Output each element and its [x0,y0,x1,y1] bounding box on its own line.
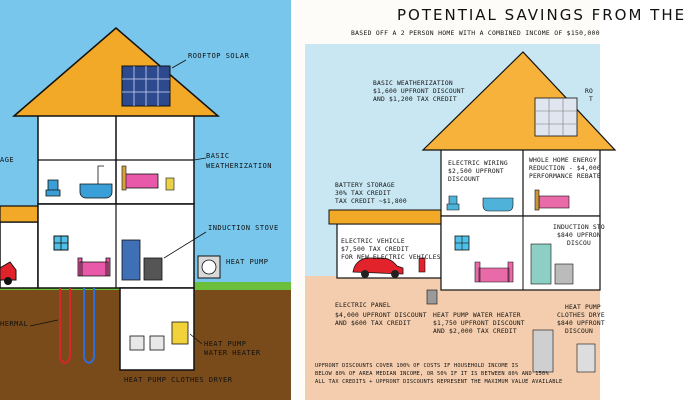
induction-title: INDUCTION STO [553,224,605,231]
induction-discount-2: DISCOU [567,240,591,247]
label-rooftop-solar: ROOFTOP SOLAR [188,52,250,60]
bathtub [482,197,514,212]
electric-panel [426,289,438,305]
house-roof [11,27,221,117]
bed [538,195,570,209]
car-wheel [4,277,12,285]
basement-water-heater [532,329,554,373]
dryer-discount: $840 UPFRONT [557,320,605,327]
roof-label-partial-2: T [589,96,593,103]
water-heater-title: HEAT PUMP WATER HEATER [433,312,521,319]
vehicle-credit: $7,500 TAX CREDIT [341,246,409,253]
vehicle-note: FOR NEW ELECTRIC VEHICLES [341,254,441,261]
window [53,235,69,251]
energy-amount: REDUCTION - $4,000 [529,165,601,172]
label-heat-pump-water-heater-line1: HEAT PUMP [204,340,247,348]
basement-dryer [149,335,165,351]
panel-divider [291,0,295,400]
garage-roof [0,205,39,223]
footnote-line3: ALL TAX CREDITS + UPFRONT DISCOUNTS REPR… [315,379,563,385]
bathtub [79,183,113,199]
induction-stove [143,257,163,281]
panel-title: ELECTRIC PANEL [335,302,391,309]
pointer-weatherization [193,157,207,161]
left-illustration-panel: ROOFTOP SOLAR BASIC WEATHERIZATION AGE I… [0,0,291,400]
dryer-discount-2: DISCOUN [565,328,593,335]
car-front-wheel [361,270,369,278]
battery-percent-credit: 30% TAX CREDIT [335,190,391,197]
page-subtitle: BASED OFF A 2 PERSON HOME WITH A COMBINE… [351,29,600,37]
rooftop-solar-panel [121,65,171,107]
rooftop-solar-panel [534,97,578,137]
bed-headboard [121,165,127,191]
vehicle-title: ELECTRIC VEHICLE [341,238,405,245]
weatherization-title: BASIC WEATHERIZATION [373,80,453,87]
panel-discount: $4,000 UPFRONT DISCOUNT [335,312,427,319]
label-heat-pump-water-heater-line2: WATER HEATER [204,349,261,357]
basement-washer [129,335,145,351]
weatherization-discount: $1,600 UPFRONT DISCOUNT [373,88,465,95]
basement-water-heater [171,321,189,345]
pointer-geothermal [29,319,59,327]
bed-headboard [534,189,540,211]
water-heater-credit: AND $2,000 TAX CREDIT [433,328,517,335]
wiring-title: ELECTRIC WIRING [448,160,508,167]
label-storage-partial: AGE [0,156,15,164]
label-geothermal-partial: HERMAL [0,320,29,328]
pointer-solar [171,59,187,69]
car-rear-wheel [391,270,399,278]
footnote-line1: UPFRONT DISCOUNTS COVER 100% OF COSTS IF… [315,363,519,369]
label-heat-pump-clothes-dryer: HEAT PUMP CLOTHES DRYER [124,376,233,384]
pointer-induction [163,231,207,259]
battery-credit-amount: TAX CREDIT ~$1,800 [335,198,407,205]
garage-roof [328,209,442,225]
footnote-line2: BELOW 80% OF AREA MEDIAN INCOME, OR 50% … [315,371,549,377]
nightstand-lamp [165,177,175,191]
panel-credit: AND $600 TAX CREDIT [335,320,411,327]
page-title: POTENTIAL SAVINGS FROM THE [397,6,686,24]
toilet [45,179,61,197]
wiring-discount-2: DISCOUNT [448,176,480,183]
roof-label-partial-1: RO [585,88,593,95]
refrigerator [121,239,141,281]
ev-charger [418,257,426,273]
sofa [77,257,111,277]
geothermal-pipe-red [59,288,71,364]
battery-title: BATTERY STORAGE [335,182,395,189]
window [454,235,470,251]
left-house-drawing [0,27,291,400]
refrigerator [530,243,552,285]
red-car [0,261,17,281]
label-basic-weatherization-line1: BASIC [206,152,230,160]
energy-rebate: PERFORMANCE REBATE [529,173,601,180]
geothermal-pipe-blue [83,288,95,364]
shower-head [97,165,104,184]
wiring-discount: $2,500 UPFRONT [448,168,504,175]
energy-title: WHOLE HOME ENERGY [529,157,597,164]
house-lower-floor [440,215,601,291]
label-induction-stove: INDUCTION STOVE [208,224,279,232]
induction-stove [554,263,574,285]
water-heater-discount: $1,750 UPFRONT DISCOUNT [433,320,525,327]
right-house-drawing [305,44,617,400]
sofa [474,261,514,283]
induction-discount: $840 UPFRON [557,232,601,239]
right-savings-panel: POTENTIAL SAVINGS FROM THE BASED OFF A 2… [295,0,684,400]
red-car [352,257,404,275]
basement-dryer [576,343,596,373]
label-basic-weatherization-line2: WEATHERIZATION [206,162,273,170]
toilet [446,195,460,211]
dryer-title-2: CLOTHES DRYE [557,312,605,319]
heat-pump-unit [197,255,221,279]
pointer-water-heater [189,333,203,345]
weatherization-credit: AND $1,200 TAX CREDIT [373,96,457,103]
dryer-title: HEAT PUMP [565,304,601,311]
label-heat-pump: HEAT PUMP [226,258,269,266]
bed [123,173,159,189]
